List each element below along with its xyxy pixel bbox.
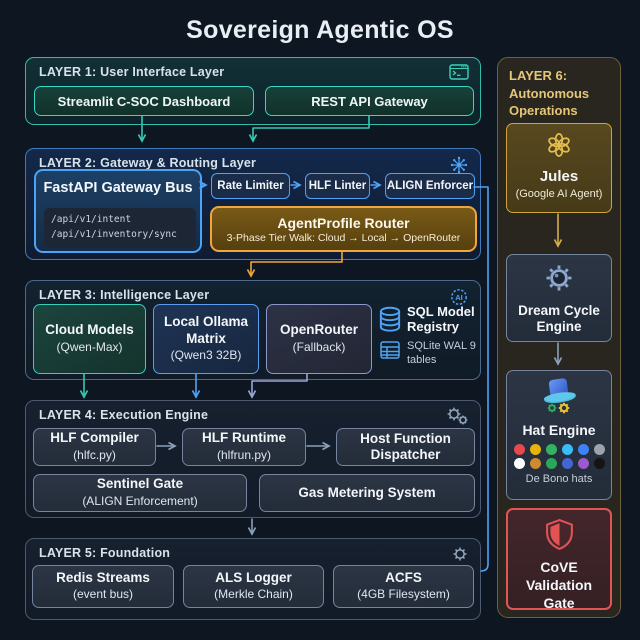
hat-color-dot — [545, 444, 557, 456]
hat-color-dot — [529, 444, 541, 456]
dream-cycle-title: Dream Cycle Engine — [518, 302, 600, 334]
openrouter-sub: (Fallback) — [292, 339, 346, 354]
hat-dots — [513, 441, 605, 470]
als-logger-box: ALS Logger (Merkle Chain) — [183, 565, 324, 608]
sentinel-gate-title: Sentinel Gate — [96, 476, 184, 492]
jules-box: Jules (Google AI Agent) — [506, 123, 612, 213]
host-function-dispatcher-title: Host Function Dispatcher — [360, 430, 451, 462]
local-ollama-sub: (Qwen3 32B) — [170, 348, 242, 363]
jules-title: Jules — [539, 168, 579, 185]
streamlit-dashboard-box: Streamlit C-SOC Dashboard — [34, 86, 254, 116]
layer6-panel: LAYER 6: Autonomous Operations Jules (Go… — [497, 57, 621, 618]
dream-cycle-engine-box: Dream Cycle Engine — [506, 254, 612, 342]
jules-sub: (Google AI Agent) — [515, 188, 603, 201]
sentinel-gate-box: Sentinel Gate (ALIGN Enforcement) — [33, 474, 247, 512]
hat-color-dot — [593, 444, 605, 456]
cloud-models-box: Cloud Models (Qwen-Max) — [33, 304, 146, 374]
hlf-compiler-sub: (hlfc.py) — [73, 447, 116, 462]
redis-streams-title: Redis Streams — [56, 569, 150, 585]
gas-metering-title: Gas Metering System — [298, 484, 436, 500]
layer2-header: LAYER 2: Gateway & Routing Layer — [39, 156, 257, 170]
hat-engine-title: Hat Engine — [522, 422, 596, 438]
endpoint-inventory-sync: /api/v1/inventory/sync — [51, 228, 177, 240]
shield-icon — [545, 518, 573, 555]
openrouter-box: OpenRouter (Fallback) — [266, 304, 372, 374]
hat-color-dot — [545, 458, 557, 470]
layer6-header: LAYER 6: Autonomous Operations — [509, 68, 590, 119]
als-logger-title: ALS Logger — [215, 569, 292, 585]
host-function-dispatcher-box: Host Function Dispatcher — [336, 428, 475, 466]
hat-engine-box: Hat Engine De Bono hats — [506, 370, 612, 500]
page-title: Sovereign Agentic OS — [186, 16, 454, 44]
router-subtitle: 3-Phase Tier Walk: Cloud → Local → OpenR… — [226, 231, 461, 244]
hat-color-dot — [561, 458, 573, 470]
align-enforcer-box: ALIGN Enforcer — [385, 173, 475, 199]
database-icon — [378, 306, 402, 339]
layer4-panel: LAYER 4: Execution Engine HLF Compiler (… — [25, 400, 481, 518]
hat-engine-caption: De Bono hats — [525, 473, 593, 486]
sql-registry-sub: SQLite WAL 9 tables — [407, 340, 476, 366]
layer3-header: LAYER 3: Intelligence Layer — [39, 288, 210, 302]
acfs-box: ACFS (4GB Filesystem) — [333, 565, 474, 608]
align-enforcer-label: ALIGN Enforcer — [386, 180, 474, 192]
local-ollama-title: Local Ollama Matrix — [163, 314, 249, 346]
layer3-panel: LAYER 3: Intelligence Layer AI Cloud Mod… — [25, 280, 481, 380]
endpoint-intent: /api/v1/intent — [51, 214, 132, 225]
layer1-header: LAYER 1: User Interface Layer — [39, 65, 225, 79]
acfs-sub: (4GB Filesystem) — [357, 587, 450, 602]
cloud-models-title: Cloud Models — [45, 322, 134, 338]
redis-streams-box: Redis Streams (event bus) — [32, 565, 174, 608]
hlf-runtime-box: HLF Runtime (hlfrun.py) — [182, 428, 306, 466]
als-logger-sub: (Merkle Chain) — [214, 587, 293, 602]
table-icon — [380, 341, 400, 364]
hlf-compiler-box: HLF Compiler (hlfc.py) — [33, 428, 156, 466]
hat-color-dot — [561, 444, 573, 456]
gears-icon — [445, 405, 469, 432]
gas-metering-box: Gas Metering System — [259, 474, 475, 512]
hlf-runtime-sub: (hlfrun.py) — [216, 447, 272, 462]
rest-api-gateway-box: REST API Gateway — [265, 86, 474, 116]
sql-registry-title: SQL Model Registry — [407, 304, 475, 335]
hlf-linter-box: HLF Linter — [305, 173, 370, 199]
network-burst-icon — [449, 155, 469, 180]
rate-limiter-box: Rate Limiter — [211, 173, 290, 199]
cove-title: CoVE Validation Gate — [525, 559, 593, 612]
hlf-linter-label: HLF Linter — [308, 180, 367, 192]
svg-text:AI: AI — [455, 293, 463, 302]
hat-color-dot — [529, 458, 541, 470]
fastapi-gateway-bus-box: FastAPI Gateway Bus /api/v1/intent /api/… — [34, 169, 202, 253]
terminal-icon — [449, 64, 469, 85]
hat-color-dot — [513, 444, 525, 456]
cove-validation-gate-box: CoVE Validation Gate — [506, 508, 612, 612]
hat-color-dot — [513, 458, 525, 470]
hat-color-dot — [593, 458, 605, 470]
layer5-panel: LAYER 5: Foundation Redis Streams (event… — [25, 538, 481, 620]
layer4-header: LAYER 4: Execution Engine — [39, 408, 209, 422]
jules-swirl-icon — [545, 131, 573, 164]
top-hat-icon — [536, 377, 582, 420]
fastapi-title: FastAPI Gateway Bus — [43, 180, 193, 196]
local-ollama-box: Local Ollama Matrix (Qwen3 32B) — [153, 304, 259, 374]
layer5-header: LAYER 5: Foundation — [39, 546, 171, 560]
openrouter-title: OpenRouter — [279, 322, 358, 338]
rate-limiter-label: Rate Limiter — [217, 180, 284, 192]
hat-color-dot — [577, 444, 589, 456]
agentprofile-router-box: AgentProfile Router 3-Phase Tier Walk: C… — [210, 206, 477, 252]
rest-api-gateway-label: REST API Gateway — [311, 93, 428, 109]
redis-streams-sub: (event bus) — [72, 587, 134, 602]
hat-color-dot — [577, 458, 589, 470]
cloud-models-sub: (Qwen-Max) — [56, 339, 123, 354]
streamlit-dashboard-label: Streamlit C-SOC Dashboard — [57, 93, 231, 109]
sentinel-gate-sub: (ALIGN Enforcement) — [82, 493, 198, 508]
layer1-panel: LAYER 1: User Interface Layer Streamlit … — [25, 57, 481, 125]
hlf-runtime-title: HLF Runtime — [202, 430, 286, 446]
fastapi-endpoints: /api/v1/intent /api/v1/inventory/sync — [44, 208, 196, 248]
ai-chip-icon: AI — [449, 287, 469, 312]
router-title: AgentProfile Router — [277, 214, 410, 231]
gear-icon — [542, 261, 576, 300]
gear-icon — [451, 545, 469, 568]
layer2-panel: LAYER 2: Gateway & Routing Layer FastAPI… — [25, 148, 481, 260]
hlf-compiler-title: HLF Compiler — [50, 430, 139, 446]
acfs-title: ACFS — [385, 569, 422, 585]
